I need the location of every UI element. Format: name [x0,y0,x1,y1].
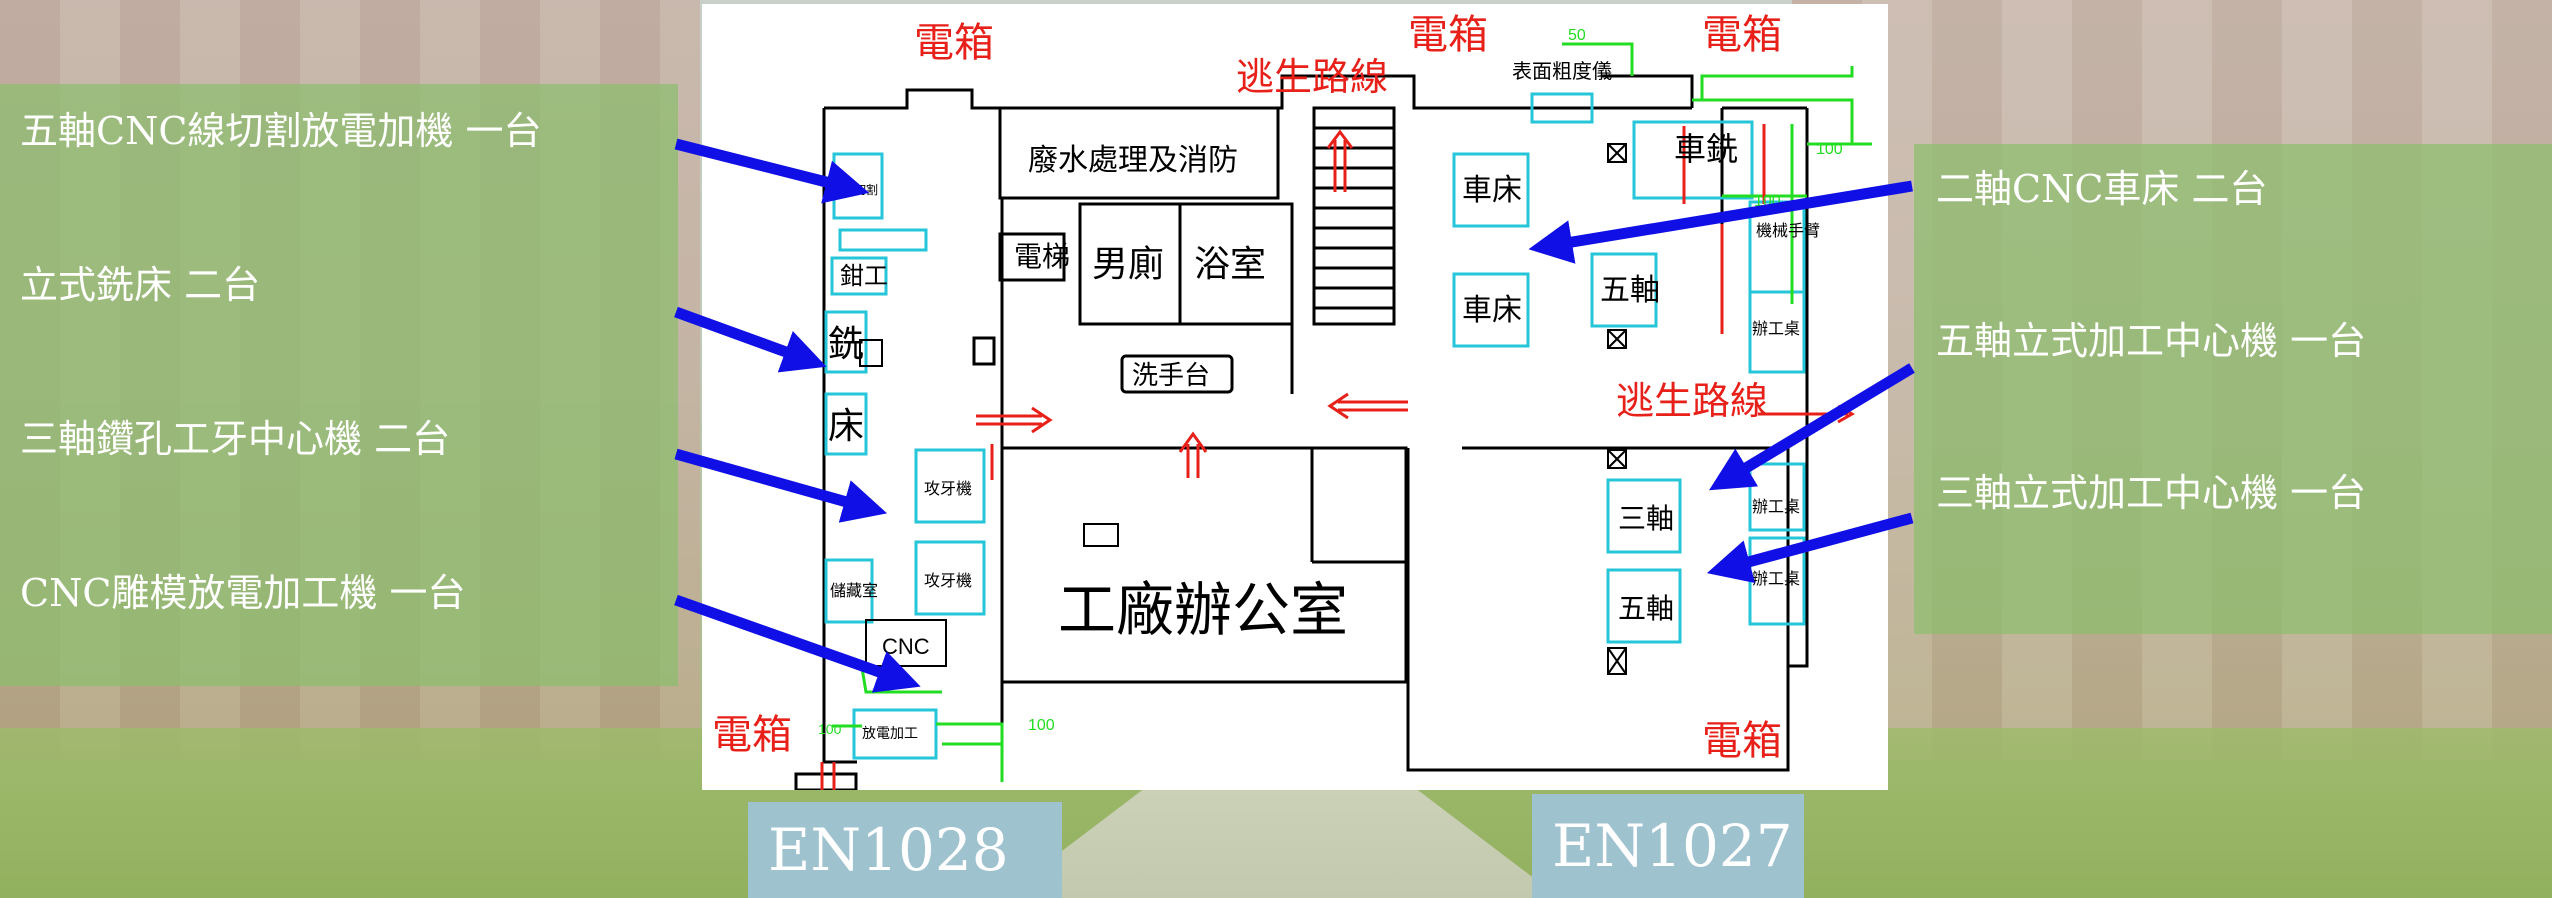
electric-box-label: 電箱 [1702,12,1782,57]
dimension-label: 100 [1028,717,1055,734]
desk [1083,523,1119,547]
workbench [1748,290,1806,374]
edm-machine [852,708,938,760]
left-label-panel: 五軸CNC線切割放電加機 一台 立式銑床 二台 三軸鑽孔工牙中心機 二台 CNC… [0,84,678,686]
equipment-label: 五軸立式加工中心機 一台 [1936,319,2367,363]
bench [838,228,928,252]
equipment-label: 二軸CNC車床 二台 [1936,167,2268,211]
equipment-label: 五軸CNC線切割放電加機 一台 [20,109,542,153]
surface-gauge-label: 表面粗度儀 [1512,60,1612,83]
wall [1788,108,1809,668]
equipment-label: 三軸鑽孔工牙中心機 二台 [20,417,451,461]
pointer-arrow [1709,363,1915,491]
milling-machine [824,392,868,456]
right-label-panel: 二軸CNC車床 二台 五軸立式加工中心機 一台 三軸立式加工中心機 一台 [1914,144,2552,634]
dimension-label: 50 [1568,27,1586,44]
elevator-room [998,232,1066,282]
five-axis-label: 五軸 [1600,274,1660,307]
marker-boxes [1607,143,1627,675]
pointer-arrow [1706,512,1914,583]
turn-mill-label: 車銑 [1674,131,1738,167]
wash-basin [1120,354,1234,394]
room-tag-en1028: EN1028 [748,802,1062,898]
wastewater-label: 廢水處理及消防 [1028,144,1238,177]
lathe-machine [1452,152,1530,228]
lathe-label: 車床 [1462,174,1522,207]
five-axis-label: 五軸 [1618,593,1674,625]
office-label: 工廠辦公室 [1058,578,1348,643]
fitter-label: 鉗工 [840,263,888,290]
stair-step [794,772,858,790]
mens-toilet-label: 男廁 [1092,244,1164,284]
edm-label: 放電加工 [862,726,918,742]
five-axis-machine-bottom [1606,568,1682,644]
storage-room [824,558,874,624]
fitter-bench [830,256,888,296]
equipment-label: CNC雕模放電加工機 一台 [20,571,466,615]
dimension-label: 100 [1816,141,1843,158]
equipment-label: 三軸立式加工中心機 一台 [1936,471,2367,515]
workbench-label: 辦工桌 [1752,570,1800,588]
three-axis-label: 三軸 [1618,503,1674,535]
five-axis-machine-top [1590,252,1658,328]
wall [822,108,857,764]
turn-mill-machine [1632,120,1754,200]
milling-label: 銑 [828,324,864,364]
pointer-arrow [674,138,870,204]
bathroom-room [1178,202,1294,326]
elevator-label: 電梯 [1014,241,1070,273]
workbench-label: 辦工桌 [1752,320,1800,338]
electric-box-label: 電箱 [1408,12,1488,57]
milling-label: 床 [828,406,864,446]
equipment-label: 立式銑床 二台 [20,263,261,307]
bathroom-label: 浴室 [1194,244,1266,284]
lathe-label: 車床 [1462,294,1522,327]
door [972,336,996,366]
tapping-label: 攻牙機 [924,572,972,590]
floor-plan-drawing: 電箱 電箱 電箱 電箱 電箱 逃生路線 逃生路線 表面粗度儀 廢水處理及消防 電… [712,12,1872,790]
wall [1406,444,1790,772]
workbench-label: 辦工桌 [1752,498,1800,516]
three-axis-machine [1606,478,1682,554]
staircase [1312,106,1396,326]
wash-basin-label: 洗手台 [1132,361,1210,390]
tapping-label: 攻牙機 [924,480,972,498]
escape-route-label: 逃生路線 [1616,381,1768,423]
tapping-machine [914,448,986,524]
pointer-arrow [674,306,827,373]
column [859,339,883,367]
pointer-arrow [1528,180,1913,264]
dimension-label: 100 [818,721,842,737]
pointer-arrow [674,594,921,693]
electric-box-label: 電箱 [1702,718,1782,763]
wall [824,88,1058,110]
pointer-arrow [674,448,888,523]
tapping-machine [914,540,986,616]
escape-route-label: 逃生路線 [1236,57,1388,99]
electric-box-label: 電箱 [914,20,994,65]
lathe-machine [1452,272,1530,348]
surface-gauge [1530,92,1594,124]
storage-label: 儲藏室 [830,582,878,600]
wastewater-room [998,106,1280,200]
workbench [1748,462,1806,532]
room-tag-en1027: EN1027 [1532,794,1804,898]
robot-arm-label: 機械手臂 [1756,222,1820,240]
electric-box-label: 電箱 [712,712,792,757]
